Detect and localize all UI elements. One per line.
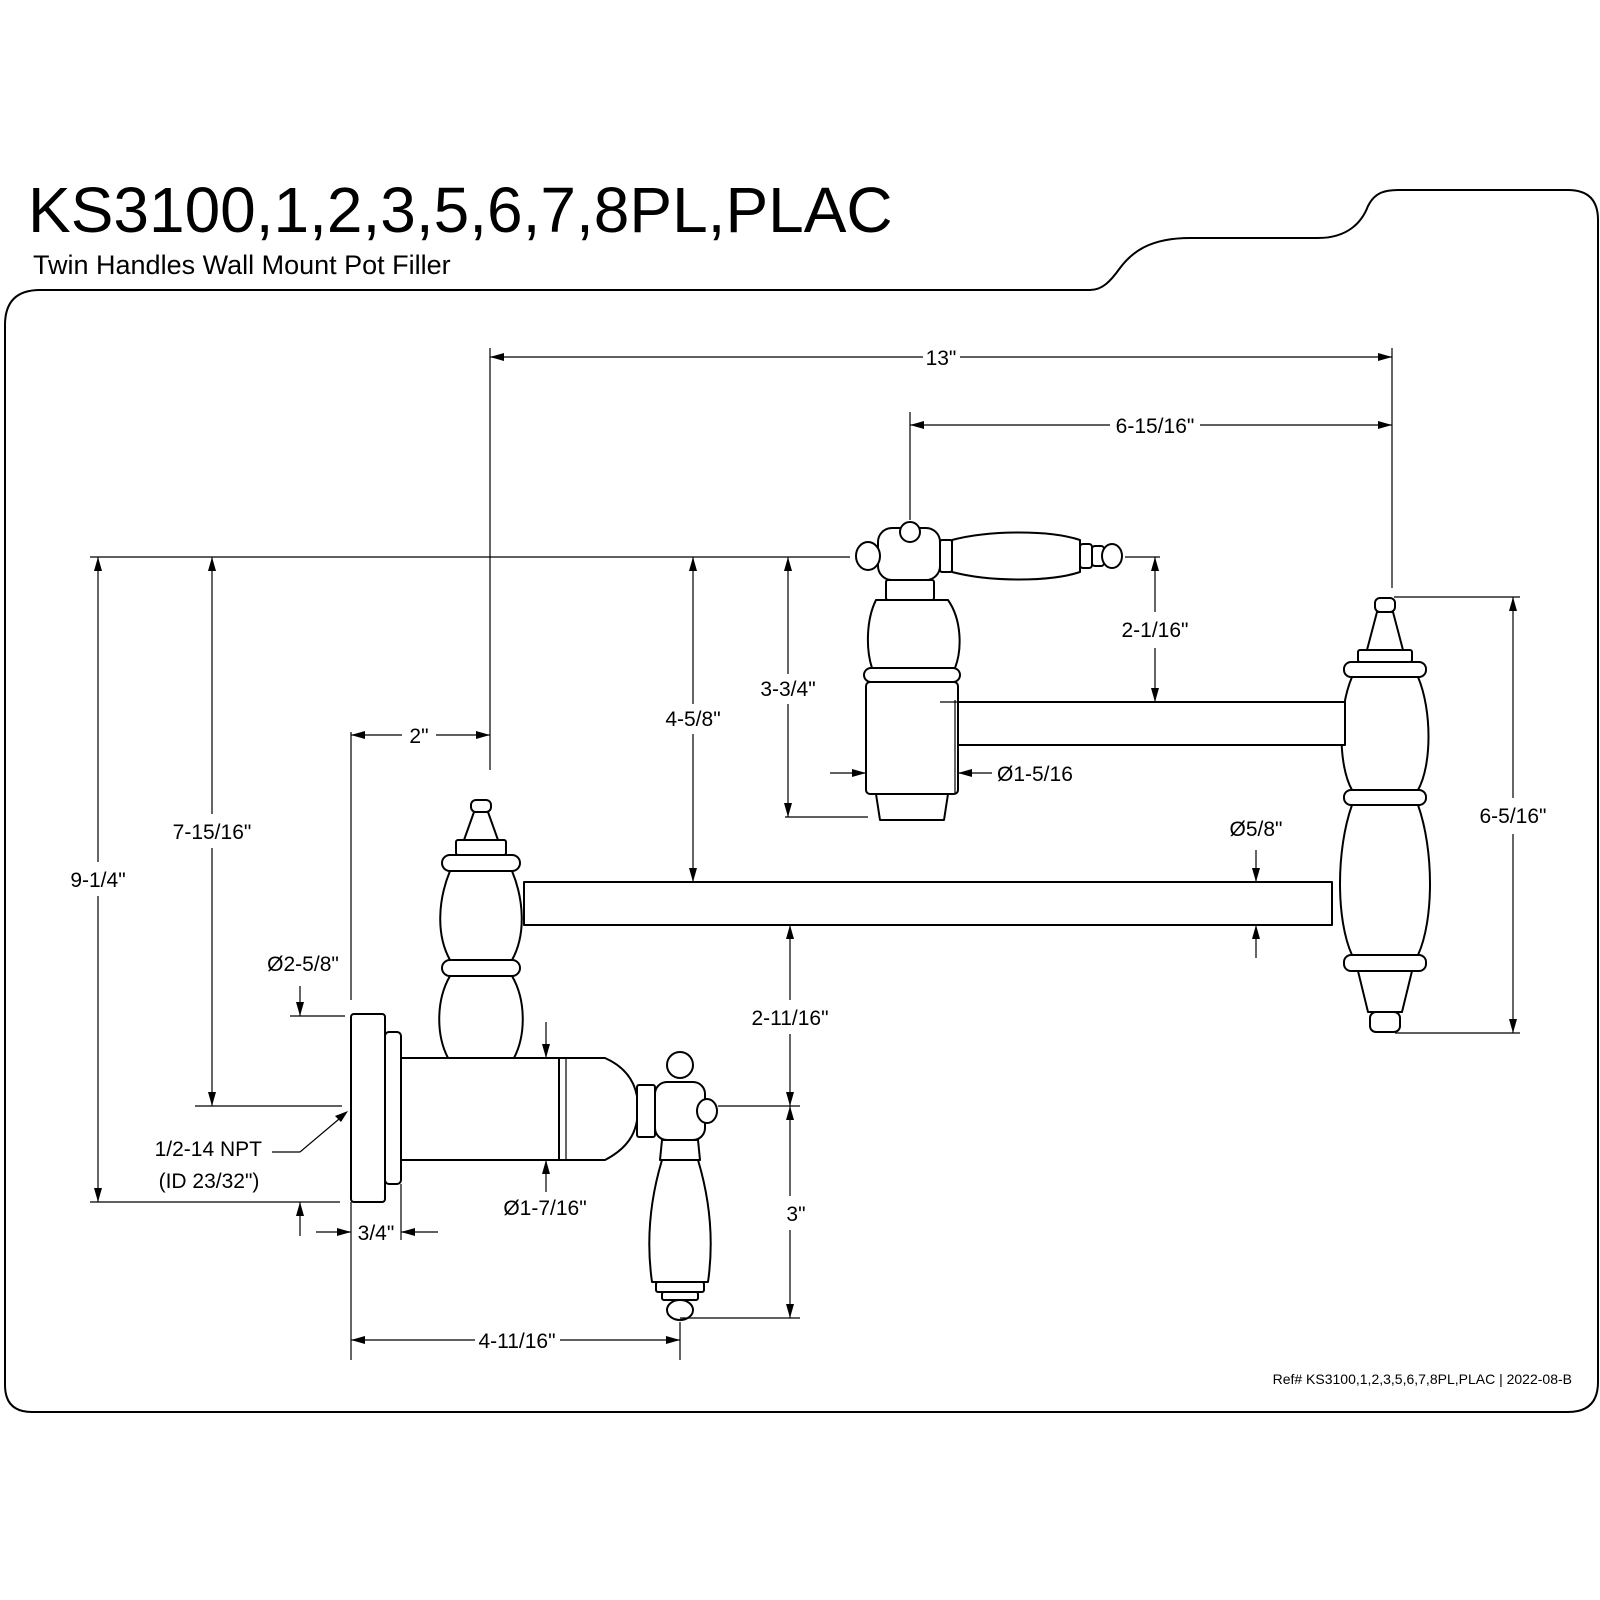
faucet-assembly <box>350 521 1431 1321</box>
reference-footer: Ref# KS3100,1,2,3,5,6,7,8PL,PLAC | 2022-… <box>1273 1371 1572 1387</box>
model-number-title: KS3100,1,2,3,5,6,7,8PL,PLAC <box>28 174 893 246</box>
dim-arm-tube-diameter: Ø5/8" <box>1230 818 1283 841</box>
dim-escutcheon-diameter: Ø2-5/8" <box>267 953 339 976</box>
dim-swivel-height: 6-5/16" <box>1480 805 1547 828</box>
dim-valve-body-diameter: Ø1-7/16" <box>503 1197 586 1220</box>
dim-escutcheon-depth: 3/4" <box>358 1222 395 1245</box>
right-swivel-column <box>1339 597 1431 1033</box>
lower-valve-body <box>400 1057 639 1161</box>
dim-overall-height: 9-1/4" <box>70 869 125 892</box>
dim-wall-to-post: 2" <box>409 725 428 748</box>
inner-diameter-label: (ID 23/32") <box>159 1170 260 1193</box>
wall-escutcheon <box>350 1013 402 1203</box>
upper-spout-head <box>855 521 1123 821</box>
dim-upper-body-height: 3-3/4" <box>760 678 815 701</box>
dim-lever-projection: 4-11/16" <box>478 1330 555 1353</box>
product-subtitle: Twin Handles Wall Mount Pot Filler <box>33 250 451 280</box>
dim-upper-body-diameter: Ø1-5/16 <box>997 763 1073 786</box>
npt-thread-label: 1/2-14 NPT <box>155 1138 263 1161</box>
lower-spout-arm <box>523 881 1333 926</box>
upper-spout-arm <box>954 701 1346 746</box>
lower-lever-handle <box>636 1051 718 1321</box>
drawing-frame <box>4 189 1599 1413</box>
dim-upper-spout-reach: 6-15/16" <box>1116 415 1195 438</box>
dimension-lines: 13" 6-15/16" 2-1/16" 3-3/4" 4-5/8" Ø1-5/… <box>70 347 1547 1360</box>
lower-swivel-column <box>438 799 524 1059</box>
dim-lower-arm-height: 2-11/16" <box>751 1007 828 1030</box>
dim-overall-width: 13" <box>926 347 957 370</box>
dim-escutcheon-to-top: 7-15/16" <box>173 821 252 844</box>
dim-lever-drop: 3" <box>786 1203 805 1226</box>
dim-upper-arm-height: 4-5/8" <box>665 708 720 731</box>
dim-upper-handle-drop: 2-1/16" <box>1122 619 1189 642</box>
